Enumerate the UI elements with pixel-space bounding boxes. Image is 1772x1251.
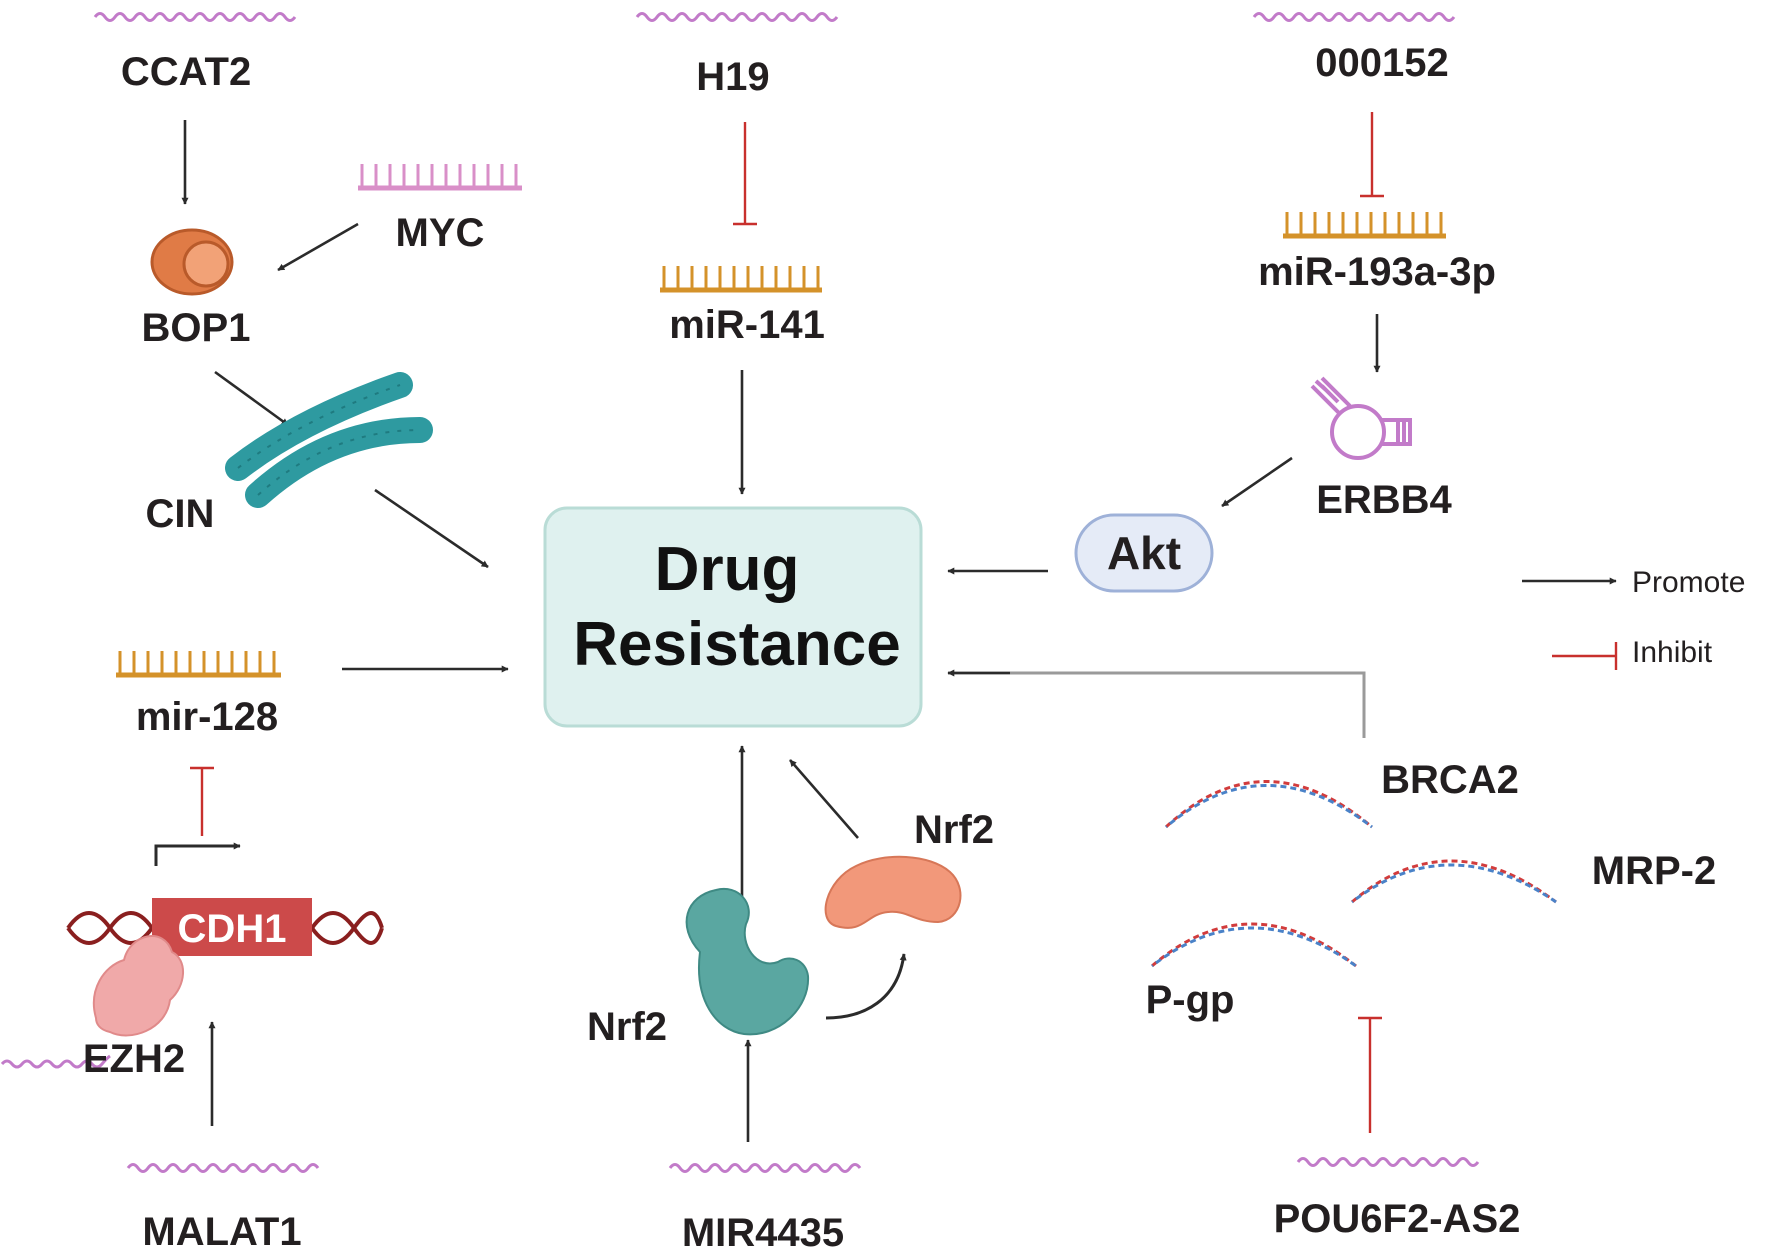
label-ccat2: CCAT2 — [121, 50, 251, 94]
label-cin: CIN — [146, 492, 215, 536]
label-mir128: mir-128 — [136, 695, 278, 739]
arrow-erbb4-akt — [1221, 456, 1293, 508]
label-malat1: MALAT1 — [142, 1210, 301, 1251]
legend: Promote Inhibit — [1522, 566, 1745, 670]
label-mir141: miR-141 — [669, 303, 825, 347]
label-brca2: BRCA2 — [1381, 758, 1519, 802]
transcription-start-icon — [154, 842, 241, 866]
mir4435-lncrna-icon — [668, 1163, 862, 1173]
label-pgp: P-gp — [1146, 978, 1235, 1022]
label-bop1: BOP1 — [142, 306, 251, 350]
label-mir4435: MIR4435 — [682, 1211, 844, 1251]
label-h19: H19 — [696, 55, 769, 99]
inhibit-000152-mir193 — [1360, 112, 1384, 198]
mirna-icon-mir193 — [1283, 212, 1446, 239]
label-cdh1: CDH1 — [178, 907, 287, 951]
center-title-line1: Drug — [655, 535, 800, 604]
legend-promote-label: Promote — [1632, 566, 1745, 599]
label-akt: Akt — [1107, 527, 1181, 579]
nrf2-left-protein-icon — [685, 887, 810, 1036]
inhibit-pou6f2-genes — [1358, 1016, 1382, 1133]
mirna-icon-mir141 — [660, 266, 822, 293]
arrow-cin-resistance — [374, 488, 489, 569]
legend-inhibit-label: Inhibit — [1632, 636, 1713, 669]
label-erbb4: ERBB4 — [1316, 478, 1452, 522]
inhibit-h19-mir141 — [733, 122, 757, 226]
inhibit-cdh1-mir128 — [190, 766, 214, 836]
label-nrf2-left: Nrf2 — [587, 1005, 667, 1049]
label-pou6f2: POU6F2-AS2 — [1274, 1197, 1521, 1241]
arrow-bop1-cin — [214, 370, 289, 427]
mirna-icon-mir128 — [116, 651, 281, 678]
dna-mrp2-icon — [1351, 859, 1557, 904]
label-mir193: miR-193a-3p — [1258, 250, 1496, 294]
akt-node: Akt — [1074, 513, 1214, 593]
label-nrf2-right: Nrf2 — [914, 808, 994, 852]
bop1-protein-icon — [150, 228, 234, 296]
label-mrp2: MRP-2 — [1592, 849, 1716, 893]
malat1-lncrna-icon — [126, 1163, 320, 1173]
n000152-lncrna-icon — [1252, 12, 1456, 22]
drug-resistance-box: Drug Resistance — [543, 506, 923, 728]
arrow-myc-bop1 — [277, 222, 359, 272]
arrow-nrf2b-resistance — [789, 759, 859, 839]
dna-brca2-icon — [1164, 780, 1373, 829]
dna-pgp-icon — [1151, 922, 1357, 968]
center-title-line2: Resistance — [573, 610, 900, 679]
pou6f2-lncrna-icon — [1296, 1157, 1480, 1167]
cdh1-gene: CDH1 — [152, 898, 312, 956]
ezh2-rna-icon — [0, 1054, 111, 1069]
h19-lncrna-icon — [635, 12, 839, 22]
chromosome-icon — [225, 372, 433, 508]
nrf2-right-protein-icon — [824, 855, 962, 929]
label-ezh2: EZH2 — [83, 1037, 185, 1081]
label-000152: 000152 — [1315, 41, 1448, 85]
erbb4-hairpin-icon — [1310, 376, 1412, 460]
label-myc: MYC — [396, 211, 485, 255]
arrow-nrf2-activation — [825, 953, 907, 1020]
mirna-icon-myc — [358, 164, 522, 191]
ccat2-lncrna-icon — [93, 12, 297, 22]
connector-genes-resistance — [948, 671, 1366, 738]
ezh2-protein-icon — [93, 935, 185, 1037]
